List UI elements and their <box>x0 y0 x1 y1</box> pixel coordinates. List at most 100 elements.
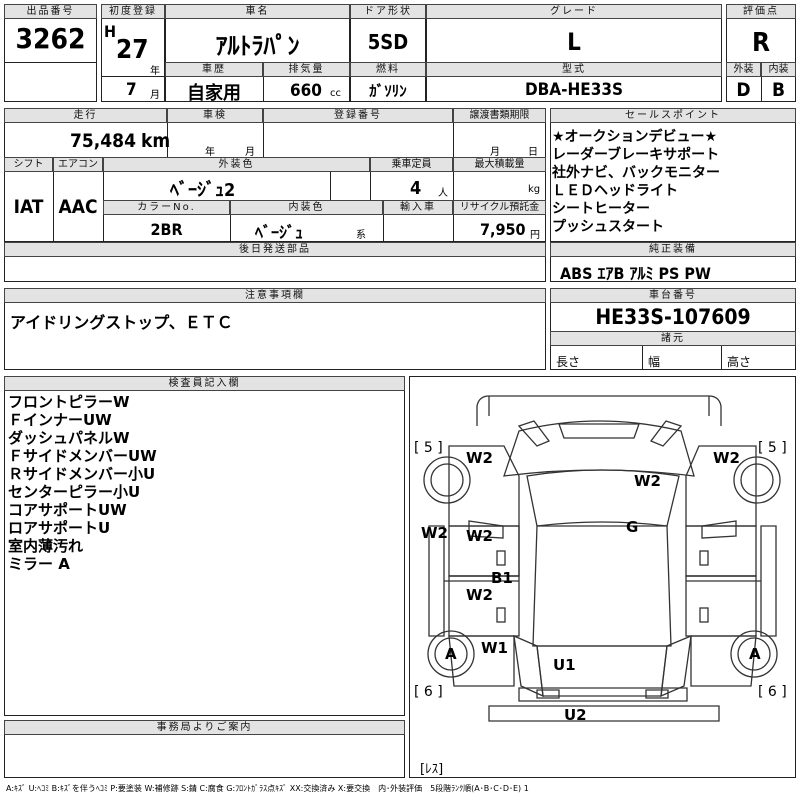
capacity-unit: 人 <box>438 188 448 199</box>
tire-rr-label: [ 6 ] <box>758 684 787 700</box>
car-name: ｱﾙﾄﾗﾊﾟﾝ <box>215 32 300 60</box>
sales-point: シートヒーター <box>552 201 650 217</box>
recycle-label: リサイクル預託金 <box>453 200 546 215</box>
registration-month: 7 <box>126 80 137 100</box>
inspector-notes: フロントピラーW ＦインナーUW ダッシュパネルW ＦサイドメンバーUW Ｒサイ… <box>8 393 157 573</box>
mileage-value: 75,484 <box>70 130 136 152</box>
aircon-value: AAC <box>58 196 98 218</box>
mark-g: G <box>626 518 639 536</box>
displacement-unit: cc <box>330 88 341 99</box>
inspector-note: Ｒサイドメンバー小U <box>8 465 156 483</box>
color-no-value: 2BR <box>150 220 183 239</box>
doors-box <box>350 4 426 102</box>
grade-box <box>426 4 722 102</box>
inspector-box <box>4 376 405 716</box>
inspector-note: ロアサポートU <box>8 519 111 537</box>
history-label: 車歴 <box>165 62 263 77</box>
chassis-value: HE33S-107609 <box>595 305 751 329</box>
registration-label: 初度登録 <box>101 4 165 19</box>
fuel-label: 燃料 <box>350 62 426 77</box>
shift-label: シフト <box>4 157 53 172</box>
int-color-label: 内装色 <box>230 200 383 215</box>
registration-year: 27 <box>116 35 149 65</box>
sales-points-label: セールスポイント <box>550 108 796 123</box>
doors-label: ドア形状 <box>350 4 426 19</box>
capacity-label: 乗車定員 <box>370 157 453 172</box>
displacement-label: 排気量 <box>263 62 350 77</box>
mark-w2: W2 <box>466 527 493 545</box>
transfer-label: 譲渡書類期限 <box>453 108 546 123</box>
fuel-value: ｶﾞｿﾘﾝ <box>369 82 407 100</box>
inspection-year-unit: 年 <box>205 147 215 158</box>
inspector-note: ダッシュパネルW <box>8 429 130 447</box>
grade-value: L <box>567 28 581 56</box>
model-value: DBA-HE33S <box>524 80 624 100</box>
recycle-value: 7,950 <box>480 220 526 239</box>
interior-score: B <box>771 79 786 101</box>
mark-w2: W2 <box>466 449 493 467</box>
exterior-score: D <box>736 79 751 101</box>
shift-value: IAT <box>13 196 44 218</box>
tire-fl-label: [ 5 ] <box>414 440 443 456</box>
office-label: 事務局よりご案内 <box>4 720 405 735</box>
specs-length: 長さ <box>556 355 581 369</box>
mileage-label: 走行 <box>4 108 167 123</box>
mark-w2: W2 <box>713 449 740 467</box>
mark-w1: W1 <box>481 639 508 657</box>
sales-point: 社外ナビ、バックモニター <box>552 165 720 181</box>
registration-era: H <box>104 22 117 41</box>
mark-w2: W2 <box>466 586 493 604</box>
inspector-note: センターピラー小U <box>8 483 141 501</box>
equipment-value: ABS ｴｱB ｱﾙﾐ PS PW <box>560 264 711 283</box>
tire-fr-label: [ 5 ] <box>758 440 787 456</box>
inspector-note: ＦインナーUW <box>8 411 112 429</box>
mark-w2: W2 <box>421 524 448 542</box>
max-load-label: 最大積載量 <box>453 157 546 172</box>
specs-label: 諸元 <box>550 331 796 346</box>
history-value: 自家用 <box>187 83 241 104</box>
lot-number: 3262 <box>15 22 86 55</box>
grade-label: グレード <box>426 4 722 19</box>
legend-text: A:ｷｽﾞ U:ﾍｺﾐ B:ｷｽﾞを伴うﾍｺﾐ P:要塗装 W:補修跡 S:錆 … <box>6 784 529 793</box>
inspector-note: 室内薄汚れ <box>8 537 84 555</box>
int-color-unit: 系 <box>356 230 366 241</box>
interior-label: 内装 <box>761 62 796 77</box>
inspection-month-unit: 月 <box>245 147 255 158</box>
exterior-label: 外装 <box>726 62 761 77</box>
sales-point: レーダーブレーキサポート <box>552 147 720 163</box>
inspector-note: ミラー A <box>8 555 70 573</box>
tire-rl-label: [ 6 ] <box>414 684 443 700</box>
int-color-value: ﾍﾞｰｼﾞｭ <box>255 223 304 242</box>
inspector-note: フロントピラーW <box>8 393 130 411</box>
mark-b1: B1 <box>491 569 513 587</box>
mark-w2: W2 <box>634 472 661 490</box>
displacement-value: 660 <box>290 81 322 101</box>
later-parts-label: 後日発送部品 <box>4 242 546 257</box>
transfer-day-unit: 日 <box>528 147 538 158</box>
registration-box <box>101 4 165 102</box>
sales-point: ★オークションデビュー★ <box>552 129 718 145</box>
registration-year-unit: 年 <box>150 66 160 77</box>
sales-point: ＬＥＤヘッドライト <box>552 183 678 199</box>
color-no-label: カラーNo. <box>103 200 230 215</box>
chassis-label: 車台番号 <box>550 288 796 303</box>
detail-box <box>4 108 546 242</box>
mark-u2: U2 <box>564 706 587 724</box>
mark-u1: U1 <box>553 656 576 674</box>
score-label: 評価点 <box>726 4 796 19</box>
score-value: R <box>751 28 770 58</box>
lot-box <box>4 4 97 102</box>
model-label: 型式 <box>426 62 722 77</box>
mileage-unit: km <box>141 130 171 152</box>
ext-color-label: 外装色 <box>103 157 370 172</box>
inspector-label: 検査員記入欄 <box>4 376 405 391</box>
lot-label: 出品番号 <box>4 4 97 19</box>
ext-color-value: ﾍﾞｰｼﾞｭ2 <box>170 180 236 201</box>
cautions-label: 注意事項欄 <box>4 288 546 303</box>
spare-label: [ﾚｽ] <box>420 762 444 777</box>
transfer-month-unit: 月 <box>490 147 500 158</box>
doors-value: 5SD <box>367 30 409 54</box>
inspection-label: 車検 <box>167 108 263 123</box>
cautions-value: アイドリングストップ、ＥＴＣ <box>10 313 233 332</box>
equipment-label: 純正装備 <box>550 242 796 257</box>
